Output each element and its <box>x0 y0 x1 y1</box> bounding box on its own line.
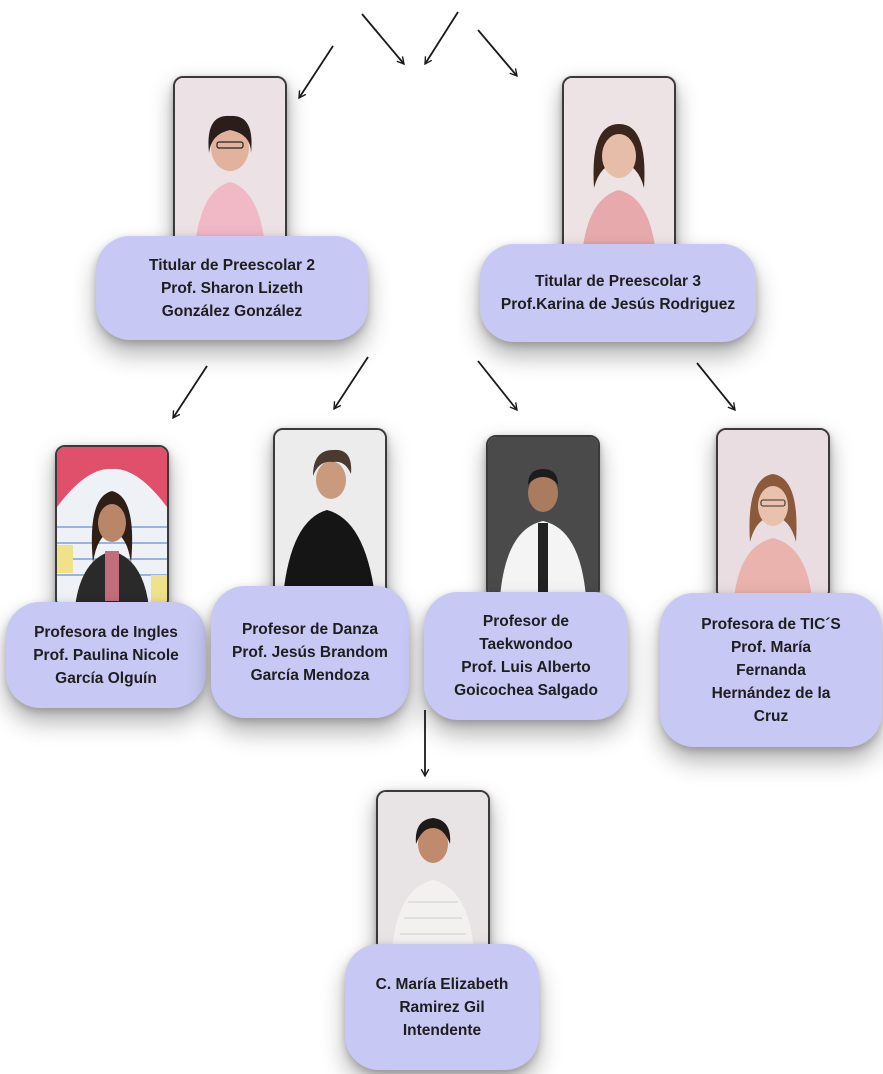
card-ingles: Profesora de Ingles Prof. Paulina Nicole… <box>6 602 206 708</box>
card-line: Profesora de TIC´S <box>701 615 841 633</box>
photo-danza <box>273 428 387 598</box>
photo-preescolar-3 <box>562 76 676 256</box>
card-line: Prof.Karina de Jesús Rodriguez <box>500 296 736 313</box>
photo-taekwondoo <box>486 435 600 599</box>
photo-tics <box>716 428 830 600</box>
portrait-image <box>378 792 488 950</box>
card-line: C. María Elizabeth <box>375 975 509 993</box>
portrait-image <box>175 78 285 246</box>
card-line: Prof. María <box>730 638 812 656</box>
portrait-image <box>488 437 598 597</box>
card-line: Taekwondoo <box>479 636 573 653</box>
card-line: Cruz <box>753 707 789 725</box>
card-line: Titular de Preescolar 2 <box>149 256 315 274</box>
card-line: Ramirez Gil <box>399 998 485 1016</box>
card-line: Prof. Paulina Nicole <box>33 646 179 664</box>
arrow-to-preescolar-3 <box>477 29 518 78</box>
card-line: Profesora de Ingles <box>34 623 178 641</box>
card-preescolar-2: Titular de Preescolar 2 Prof. Sharon Liz… <box>96 236 368 340</box>
card-line: Profesor de <box>482 613 570 630</box>
card-line: Prof. Jesús Brandom <box>232 643 388 661</box>
arrow-to-tics <box>696 362 736 412</box>
photo-preescolar-2 <box>173 76 287 248</box>
arrow-to-ingles <box>172 365 208 420</box>
portrait-image <box>275 430 385 596</box>
card-line: González González <box>161 302 303 320</box>
card-line: Fernanda <box>736 661 806 679</box>
card-intendente: C. María Elizabeth Ramirez Gil Intendent… <box>345 944 539 1070</box>
arrow-to-preescolar-2 <box>298 45 334 100</box>
card-danza: Profesor de Danza Prof. Jesús Brandom Ga… <box>211 586 409 718</box>
card-taekwondoo: Profesor de Taekwondoo Prof. Luis Albert… <box>424 592 628 720</box>
arrow-top-1 <box>361 13 405 66</box>
portrait-image <box>57 447 167 607</box>
photo-ingles <box>55 445 169 609</box>
card-line: Goicochea Salgado <box>454 682 598 699</box>
card-line: Prof. Luis Alberto <box>461 659 591 676</box>
card-line: García Olguín <box>55 669 157 687</box>
arrow-top-2 <box>424 11 459 66</box>
arrow-to-taekwondoo <box>477 360 518 412</box>
card-line: García Mendoza <box>250 666 370 684</box>
portrait-image <box>718 430 828 598</box>
portrait-image <box>564 78 674 254</box>
card-line: Hernández de la <box>711 684 831 702</box>
card-preescolar-3: Titular de Preescolar 3 Prof.Karina de J… <box>480 244 756 342</box>
arrow-to-danza <box>333 356 369 411</box>
card-tics: Profesora de TIC´S Prof. María Fernanda … <box>660 593 882 747</box>
card-line: Intendente <box>402 1021 482 1039</box>
photo-intendente <box>376 790 490 952</box>
card-line: Profesor de Danza <box>241 620 379 638</box>
card-line: Titular de Preescolar 3 <box>535 273 701 290</box>
card-line: Prof. Sharon Lizeth <box>160 279 304 297</box>
